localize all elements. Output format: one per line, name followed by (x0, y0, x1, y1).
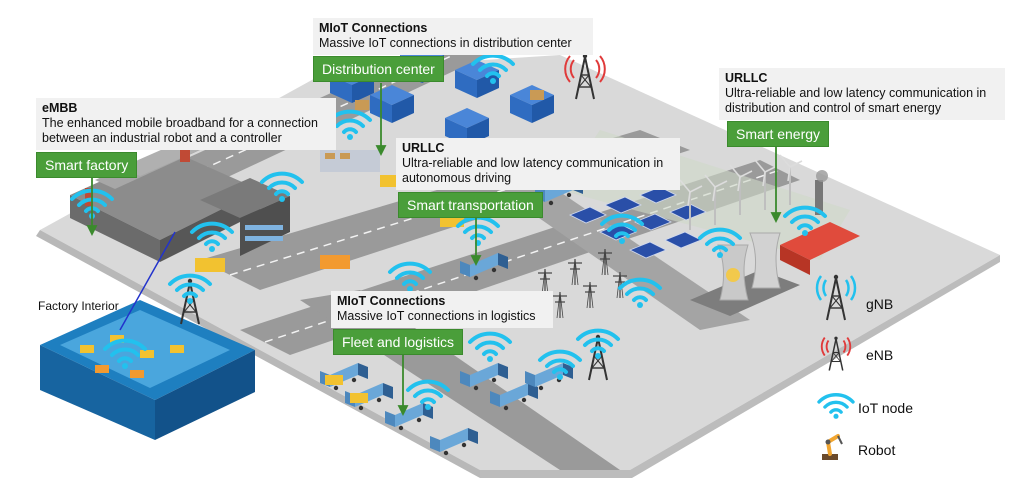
urllc-transport-description: Ultra-reliable and low latency communica… (402, 156, 664, 185)
urllc-energy-title: URLLC (725, 71, 768, 85)
embb-title: eMBB (42, 101, 78, 115)
legend-enb-label: eNB (866, 347, 894, 363)
smart-energy-tag: Smart energy (727, 121, 830, 147)
miot-logistics-callout: MIoT Connections Massive IoT connections… (331, 291, 553, 328)
iot-node-icon (817, 393, 855, 421)
legend-iot-node-label: IoT node (858, 400, 914, 416)
miot-distribution-title: MIoT Connections (319, 21, 428, 35)
miot-logistics-description: Massive IoT connections in logistics (337, 309, 536, 323)
power-plant (690, 170, 860, 316)
distribution-center (320, 45, 554, 172)
urllc-energy-callout: URLLC Ultra-reliable and low latency com… (719, 68, 1005, 120)
miot-logistics-title: MIoT Connections (337, 294, 446, 308)
urllc-transport-callout: URLLC Ultra-reliable and low latency com… (396, 138, 680, 190)
enb-tower-icon (820, 335, 852, 372)
embb-description: The enhanced mobile broadband for a conn… (42, 116, 318, 145)
legend-robot-label: Robot (858, 442, 896, 458)
miot-distribution-description: Massive IoT connections in distribution … (319, 36, 572, 50)
legend-icons (815, 273, 857, 460)
embb-callout: eMBB The enhanced mobile broadband for a… (36, 98, 336, 150)
legend-gnb-label: gNB (866, 296, 894, 312)
fleet-logistics-tag: Fleet and logistics (333, 329, 464, 355)
enb-tower (564, 52, 606, 100)
interior-link-line (119, 231, 176, 331)
robot-arm-icon (822, 434, 843, 460)
urllc-energy-description: Ultra-reliable and low latency communica… (725, 86, 987, 115)
urllc-transport-title: URLLC (402, 141, 445, 155)
smart-transportation-tag: Smart transportation (398, 192, 543, 218)
smart-factory-tag: Smart factory (36, 152, 138, 178)
tag-arrows (86, 83, 782, 417)
distribution-center-tag: Distribution center (313, 56, 444, 82)
miot-distribution-callout: MIoT Connections Massive IoT connections… (313, 18, 593, 55)
gnb-tower-icon (815, 273, 857, 321)
factory-interior-label: Factory Interior (38, 299, 119, 313)
